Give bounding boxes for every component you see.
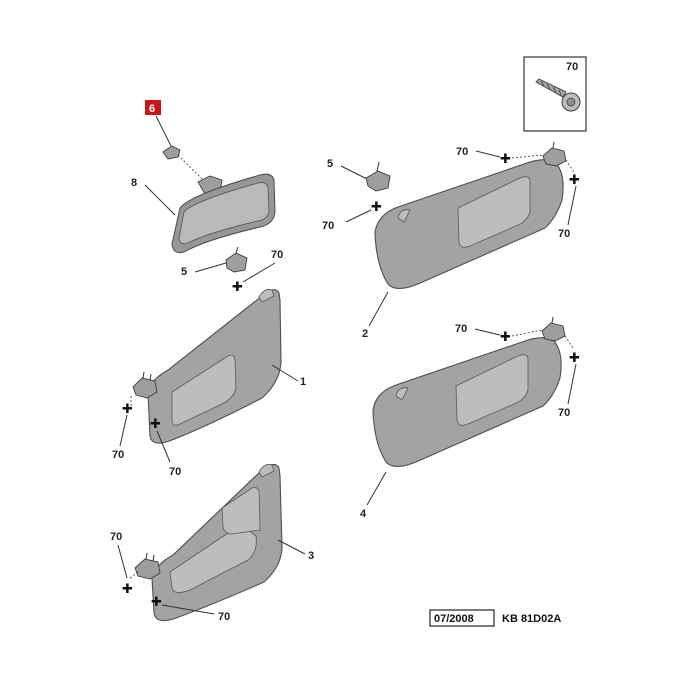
callout-70-label-h: 70: [558, 228, 570, 240]
screw-marker-f: ✚: [371, 200, 382, 215]
screw-marker-i: ✚: [500, 330, 511, 345]
callout-5-label-b: 5: [327, 158, 333, 170]
screw-detail-label: 70: [566, 61, 578, 73]
callout-70-label-e: 70: [218, 611, 230, 623]
callout-2-label: 2: [362, 328, 368, 340]
screw-marker-h: ✚: [569, 173, 580, 188]
callout-3-label: 3: [308, 550, 314, 562]
callout-70-label-d: 70: [110, 531, 122, 543]
footer: 07/2008 KB 81D02A: [429, 609, 561, 627]
visor-hinge-c: [542, 141, 567, 167]
callout-1-label: 1: [300, 376, 306, 388]
callout-4-label: 4: [360, 508, 367, 520]
right-sun-visor-part: [374, 159, 564, 290]
clip-part-a: [225, 252, 248, 273]
clip-part-b: [365, 170, 391, 192]
visor-hinge-d: [541, 316, 566, 342]
visor-hinge-a: [132, 371, 158, 399]
callout-8-label: 8: [131, 177, 137, 189]
callout-70-label-f: 70: [322, 220, 334, 232]
screw-marker-j: ✚: [569, 351, 580, 366]
screw-marker-d: ✚: [122, 582, 133, 597]
callout-70-label-j: 70: [558, 407, 570, 419]
screw-marker-e: ✚: [151, 595, 162, 610]
left-sun-visor-part: [147, 288, 282, 444]
screw-marker-a: ✚: [232, 280, 243, 295]
screw-marker-b: ✚: [122, 402, 133, 417]
rear-view-mirror-part: [171, 173, 276, 254]
left-sun-visor-alt-part: [151, 463, 283, 622]
right-sun-visor-alt-part: [372, 337, 562, 468]
callout-6-label: 6: [149, 103, 155, 115]
diagram-reference: KB 81D02A: [502, 613, 561, 625]
callout-70-label-c: 70: [169, 466, 181, 478]
callout-70-label-g: 70: [456, 146, 468, 158]
screw-marker-g: ✚: [500, 152, 511, 167]
visor-hinge-b: [134, 552, 161, 580]
screw-marker-c: ✚: [150, 417, 161, 432]
mirror-clip-part: [162, 145, 181, 160]
callout-70-label-i: 70: [455, 323, 467, 335]
screw-icon: [535, 78, 581, 112]
callout-6-highlight[interactable]: 6: [145, 100, 161, 115]
callout-70-label-b: 70: [112, 449, 124, 461]
diagram-date: 07/2008: [434, 613, 474, 625]
screw-detail-box: 70: [523, 56, 587, 132]
callout-70-label-a: 70: [271, 249, 283, 261]
callout-5-label-a: 5: [181, 266, 187, 278]
